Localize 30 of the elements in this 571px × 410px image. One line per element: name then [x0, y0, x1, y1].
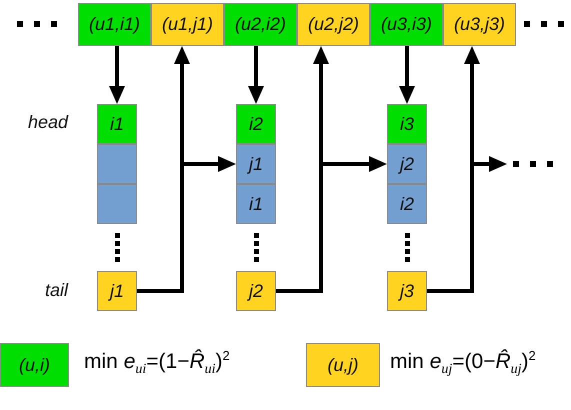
pair-box: (u3,i3): [370, 3, 443, 46]
pair-box: (u2,i2): [224, 3, 297, 46]
queue-slot: [97, 184, 137, 224]
pair-box: (u1,j1): [151, 3, 224, 46]
queue-slot: i1: [236, 184, 276, 224]
arrow: [248, 46, 264, 104]
queue-slot: j2: [387, 144, 427, 184]
loss-formula: min e$_{ui}$=(1−R̂$_{ui}$)$^{2}$: [84, 348, 230, 379]
arrow: [276, 156, 387, 293]
loss-formula: min e$_{uj}$=(0−R̂$_{uj}$)$^{2}$: [390, 348, 536, 379]
queue-slot: [97, 144, 137, 184]
arrow: [427, 156, 507, 293]
queue-slot: j1: [97, 271, 137, 311]
arrow: [137, 156, 236, 293]
arrow: [109, 46, 125, 104]
arrow: [399, 46, 415, 104]
legend-swatch: (u,i): [0, 343, 69, 387]
pair-box: (u1,i1): [78, 3, 151, 46]
position-label: tail: [45, 280, 68, 301]
pair-box: (u3,j3): [443, 3, 516, 46]
queue-slot: i1: [97, 104, 137, 144]
pair-box: (u2,j2): [297, 3, 370, 46]
legend-swatch: (u,j): [306, 343, 380, 387]
position-label: head: [28, 112, 68, 133]
queue-slot: i2: [387, 184, 427, 224]
queue-slot: i3: [387, 104, 427, 144]
queue-slot: j2: [236, 271, 276, 311]
queue-slot: i2: [236, 104, 276, 144]
queue-slot: j1: [236, 144, 276, 184]
queue-slot: j3: [387, 271, 427, 311]
